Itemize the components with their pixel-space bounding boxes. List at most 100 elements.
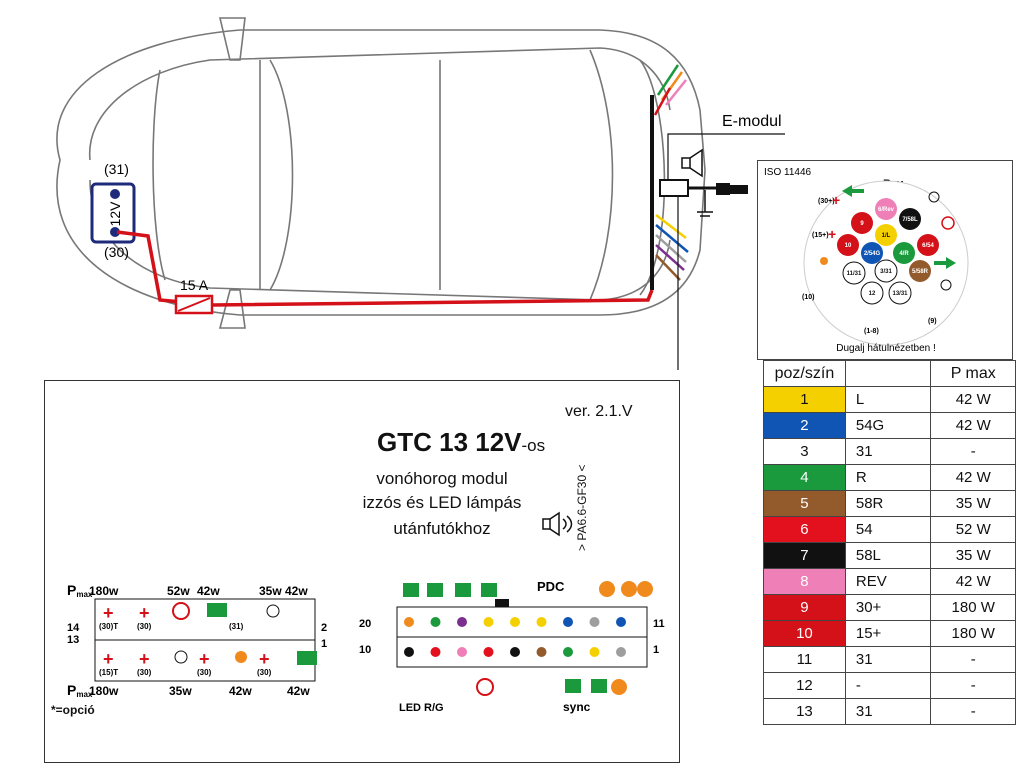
- lamp-l-icon: [266, 604, 280, 618]
- function-cell: 31: [844, 646, 932, 673]
- pmax-cell: -: [930, 438, 1016, 465]
- pin-9: 9: [860, 221, 864, 227]
- fuse-label: 15 A: [180, 277, 209, 293]
- pin-dot: [457, 617, 467, 627]
- pmax-bottom-2: 35w: [169, 684, 192, 698]
- pos-cell: 13: [763, 698, 846, 725]
- module-material: > PA6.6-GF30 <: [575, 464, 589, 552]
- battery-box: [90, 182, 136, 244]
- right-connector-block: PDC 20 10 11 1 LED R/G sync: [359, 579, 665, 714]
- lbl-30b: (30): [137, 668, 152, 677]
- function-cell: 54: [844, 516, 932, 543]
- right-arrow-icon: [207, 603, 227, 617]
- left-arrow-icon: [842, 185, 864, 197]
- row-13: 13: [67, 634, 79, 646]
- socket-label-1-8: (1-8): [864, 328, 879, 335]
- emodul-label: E-modul: [722, 113, 782, 130]
- lbl-30a: (30): [137, 622, 152, 631]
- pin-dot: [616, 617, 626, 627]
- pmax-bottom-1: 180w: [89, 684, 119, 698]
- right-arrow-icon: [934, 257, 956, 269]
- pmax-bottom-label: Pmax: [67, 682, 93, 699]
- socket-label-15: (15+): [812, 232, 829, 239]
- pmax-cell: 42 W: [930, 464, 1016, 491]
- function-cell: REV: [844, 568, 932, 595]
- pmax-cell: 42 W: [930, 386, 1016, 413]
- sync-label: sync: [563, 700, 591, 714]
- pin-dot: [563, 617, 573, 627]
- pin-dot: [483, 617, 494, 627]
- pin-dot: [616, 647, 626, 657]
- row-10: 10: [359, 644, 371, 656]
- function-cell: 30+: [844, 594, 932, 621]
- pos-cell: 1: [763, 386, 846, 413]
- function-cell: 58R: [844, 490, 932, 517]
- battery-plus-icon: [110, 227, 120, 237]
- emodul-box: [659, 179, 689, 197]
- pmax-cell: -: [930, 698, 1016, 725]
- module-panel: ver. 2.1.V GTC 13 12V-os vonóhorog modul…: [44, 380, 680, 763]
- pin-10: 10: [845, 243, 852, 249]
- svg-text:+: +: [103, 649, 114, 669]
- lbl-30d: (30): [257, 668, 272, 677]
- socket-label-9: (9): [928, 318, 937, 325]
- pos-cell: 12: [763, 672, 846, 699]
- row-14: 14: [67, 622, 80, 634]
- pmax-top-1: 180w: [89, 584, 119, 598]
- wiring-harness: [650, 64, 689, 290]
- pin-1: 1/L: [882, 233, 891, 239]
- lamp-r-icon: [174, 650, 188, 664]
- pos-cell: 5: [763, 490, 846, 517]
- pin-dot: [510, 617, 520, 627]
- led-rg-label: LED R/G: [399, 702, 444, 714]
- pin-dot: [404, 647, 414, 657]
- svg-text:+: +: [832, 192, 840, 208]
- pos-cell: 7: [763, 542, 846, 569]
- module-line1: vonóhorog modul: [376, 469, 508, 488]
- pos-cell: 3: [763, 438, 846, 465]
- stop-icon: [476, 678, 494, 696]
- pin-4: 4/R: [899, 251, 909, 257]
- pin-12: 12: [869, 291, 876, 297]
- socket-caption: Dugalj hátulnézetben !: [836, 343, 936, 354]
- module-title: GTC 13 12V-os: [377, 427, 546, 457]
- car-diagram: (31) (30) 12V 15 A E-modul: [56, 17, 785, 370]
- function-cell: 31: [844, 698, 932, 725]
- lbl-31: (31): [229, 622, 244, 631]
- pin-dot: [589, 647, 600, 657]
- pin-6: 6/54: [922, 243, 934, 249]
- battery-minus-icon: [110, 189, 120, 199]
- pin-dot: [510, 647, 520, 657]
- top-pin-dots: [404, 617, 626, 627]
- pmax-cell: -: [930, 672, 1016, 699]
- pin-dot: [457, 647, 467, 657]
- row-20: 20: [359, 618, 371, 630]
- stop-icon: [172, 602, 190, 620]
- fog-icon: [235, 651, 247, 663]
- row-1b: 1: [653, 644, 659, 656]
- pin-11: 11/31: [847, 271, 862, 277]
- function-cell: R: [844, 464, 932, 491]
- left-connector-block: Pmax 180w 52w 42w 35w 42w 14 13 2 1 ++ +…: [67, 582, 327, 699]
- pmax-bottom-3: 42w: [229, 684, 252, 698]
- pin-dot: [430, 617, 441, 627]
- pmax-bottom-4: 42w: [287, 684, 310, 698]
- battery-plus-label: (30): [104, 244, 129, 260]
- function-cell: L: [844, 386, 932, 413]
- pdc-label: PDC: [537, 579, 565, 594]
- pin-8: 6/Rev: [878, 207, 895, 213]
- bottom-pin-dots: [404, 647, 626, 657]
- pmax-cell: 42 W: [930, 568, 1016, 595]
- emodul-connector: [716, 183, 730, 195]
- module-line2: izzós és LED lámpás: [362, 493, 522, 512]
- socket-label-10: (10): [802, 294, 814, 301]
- svg-text:+: +: [103, 603, 114, 623]
